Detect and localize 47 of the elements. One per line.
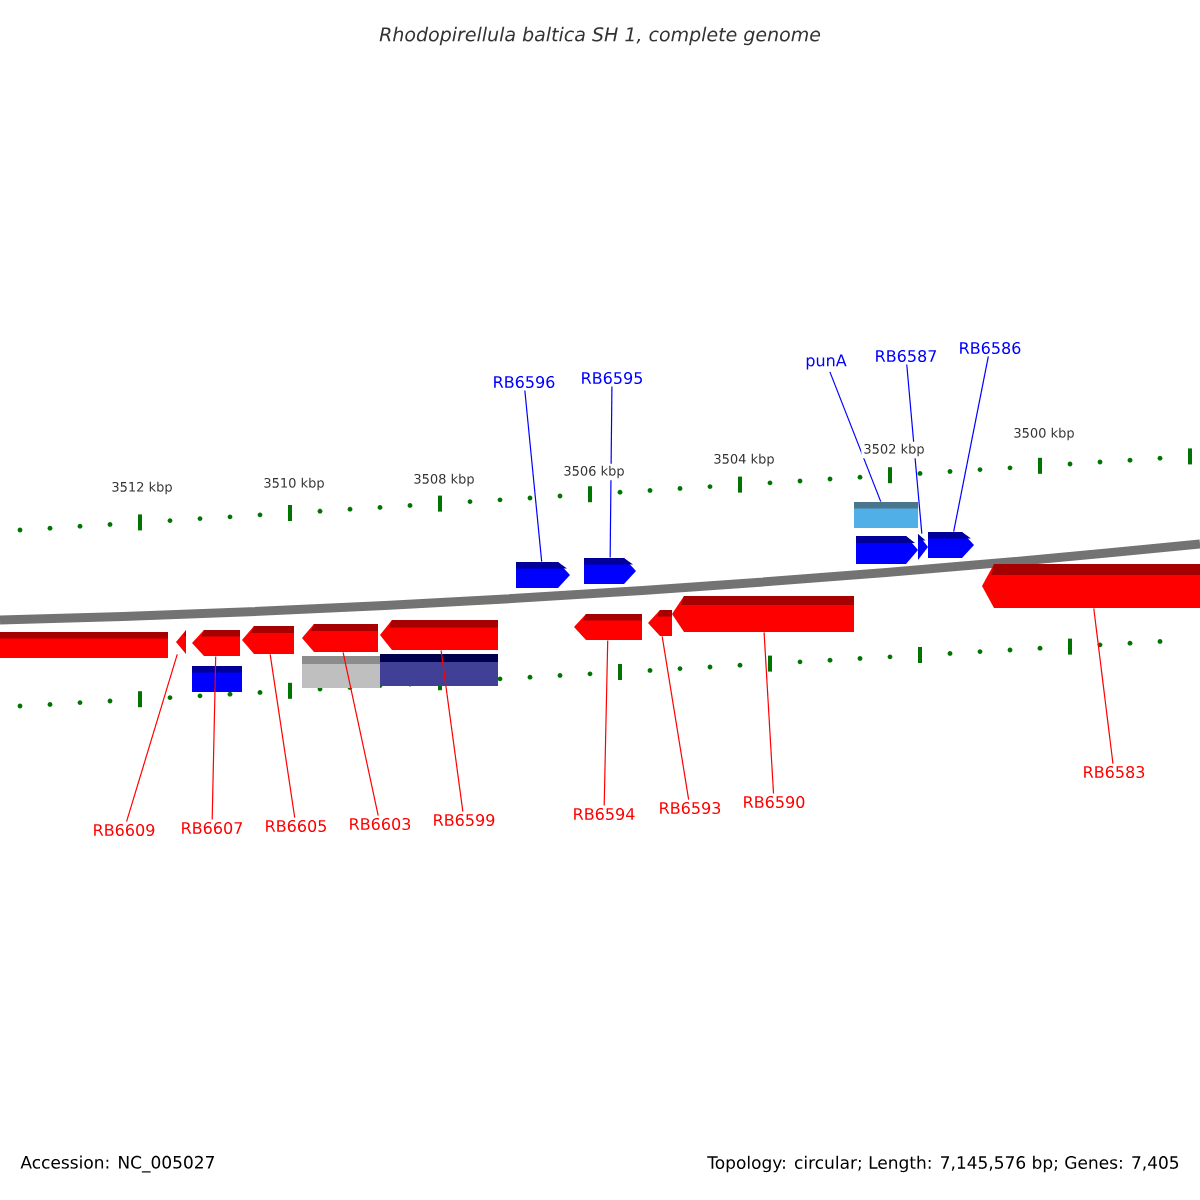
gene-feature <box>648 610 672 636</box>
gene-label: RB6607 <box>182 821 243 835</box>
gene-label: RB6586 <box>960 341 1021 355</box>
leader-line <box>953 355 989 533</box>
gene-feature <box>584 558 636 584</box>
gene-label: RB6609 <box>94 823 155 837</box>
leader-line <box>342 651 379 817</box>
gene-bar <box>0 632 168 658</box>
gene-feature <box>302 624 378 652</box>
leader-line <box>829 371 882 503</box>
gene-feature <box>516 562 570 588</box>
gene-label: RB6593 <box>660 801 721 815</box>
gene-label: RB6595 <box>582 371 642 385</box>
leader-line <box>524 389 543 563</box>
gene-label: RB6583 <box>1084 765 1145 779</box>
gene-feature <box>192 630 240 656</box>
leader-line <box>609 385 613 559</box>
gene-feature <box>380 620 498 650</box>
gene-label: RB6594 <box>574 807 635 821</box>
leader-line <box>603 639 609 807</box>
gene-feature <box>574 614 642 640</box>
genome-summary: Topology: circular; Length: 7,145,576 bp; Genes: 7,405 <box>707 1155 1179 1173</box>
leader-line <box>211 655 217 821</box>
gene-feature <box>242 626 294 654</box>
gene-label: RB6599 <box>434 813 495 827</box>
leader-line <box>440 649 464 813</box>
gene-bar <box>380 654 498 686</box>
gene-label: RB6590 <box>744 795 805 809</box>
leader-line <box>763 631 775 795</box>
gene-feature <box>918 534 928 560</box>
leader-line <box>269 653 296 819</box>
gene-label: RB6587 <box>876 349 937 363</box>
gene-bar <box>302 656 380 688</box>
gene-label: punA <box>806 354 847 370</box>
gene-feature <box>982 564 1200 608</box>
leader-line <box>1093 607 1114 765</box>
leader-line <box>661 635 690 801</box>
gene-bar <box>192 666 242 692</box>
gene-label: RB6605 <box>266 819 326 833</box>
leader-line <box>906 363 923 535</box>
gene-label: RB6596 <box>494 375 555 389</box>
gene-bar <box>854 502 918 528</box>
accession-text: Accession: NC_005027 <box>20 1155 214 1173</box>
gene-label: RB6603 <box>350 817 411 831</box>
gene-feature <box>176 630 186 654</box>
title: Rhodopirellula baltica SH 1, complete genome <box>379 26 821 46</box>
leader-line <box>125 653 178 823</box>
